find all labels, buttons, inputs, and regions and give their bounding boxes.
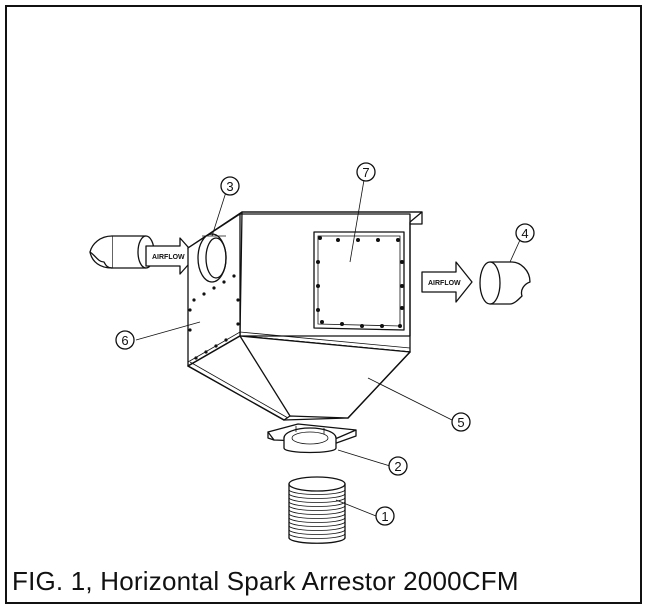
outlet-duct	[479, 261, 531, 305]
svg-text:2: 2	[394, 459, 401, 474]
callout-leaders	[135, 179, 521, 517]
outlet-flange	[267, 423, 357, 454]
svg-text:1: 1	[381, 509, 388, 524]
callout-5: 5	[451, 412, 471, 432]
inlet-collar	[197, 233, 227, 283]
inlet-duct	[89, 235, 155, 269]
hose-ring	[288, 497, 346, 503]
hose-ring	[288, 505, 346, 511]
hose-ring	[288, 501, 346, 507]
hose-ring	[288, 489, 346, 495]
figure-caption: FIG. 1, Horizontal Spark Arrestor 2000CF…	[12, 566, 519, 596]
callout-4: 4	[515, 223, 535, 243]
svg-text:5: 5	[457, 415, 464, 430]
outlet-airflow-label: AIRFLOW	[428, 280, 461, 287]
callout-6: 6	[115, 330, 135, 350]
hose-rings	[288, 489, 346, 539]
hose-ring	[288, 493, 346, 499]
flex-hose	[288, 476, 346, 544]
hose-ring	[288, 517, 346, 523]
callout-3: 3	[220, 176, 240, 196]
hopper	[187, 335, 411, 421]
hose-ring	[288, 533, 346, 539]
side-panel-bolts	[188, 274, 240, 360]
hose-ring	[288, 521, 346, 527]
access-panel	[313, 231, 405, 331]
svg-text:4: 4	[521, 226, 528, 241]
access-panel-bolts	[316, 236, 404, 328]
inlet-airflow-label: AIRFLOW	[152, 254, 185, 261]
callout-1: 1	[375, 506, 395, 526]
svg-text:7: 7	[362, 165, 369, 180]
svg-text:3: 3	[226, 179, 233, 194]
svg-text:6: 6	[121, 333, 128, 348]
hose-ring	[288, 509, 346, 515]
callout-2: 2	[388, 456, 408, 476]
hose-ring	[288, 529, 346, 535]
hose-ring	[288, 525, 346, 531]
callout-7: 7	[356, 162, 376, 182]
outlet-airflow-arrow: AIRFLOW	[421, 261, 473, 303]
hose-ring	[288, 513, 346, 519]
